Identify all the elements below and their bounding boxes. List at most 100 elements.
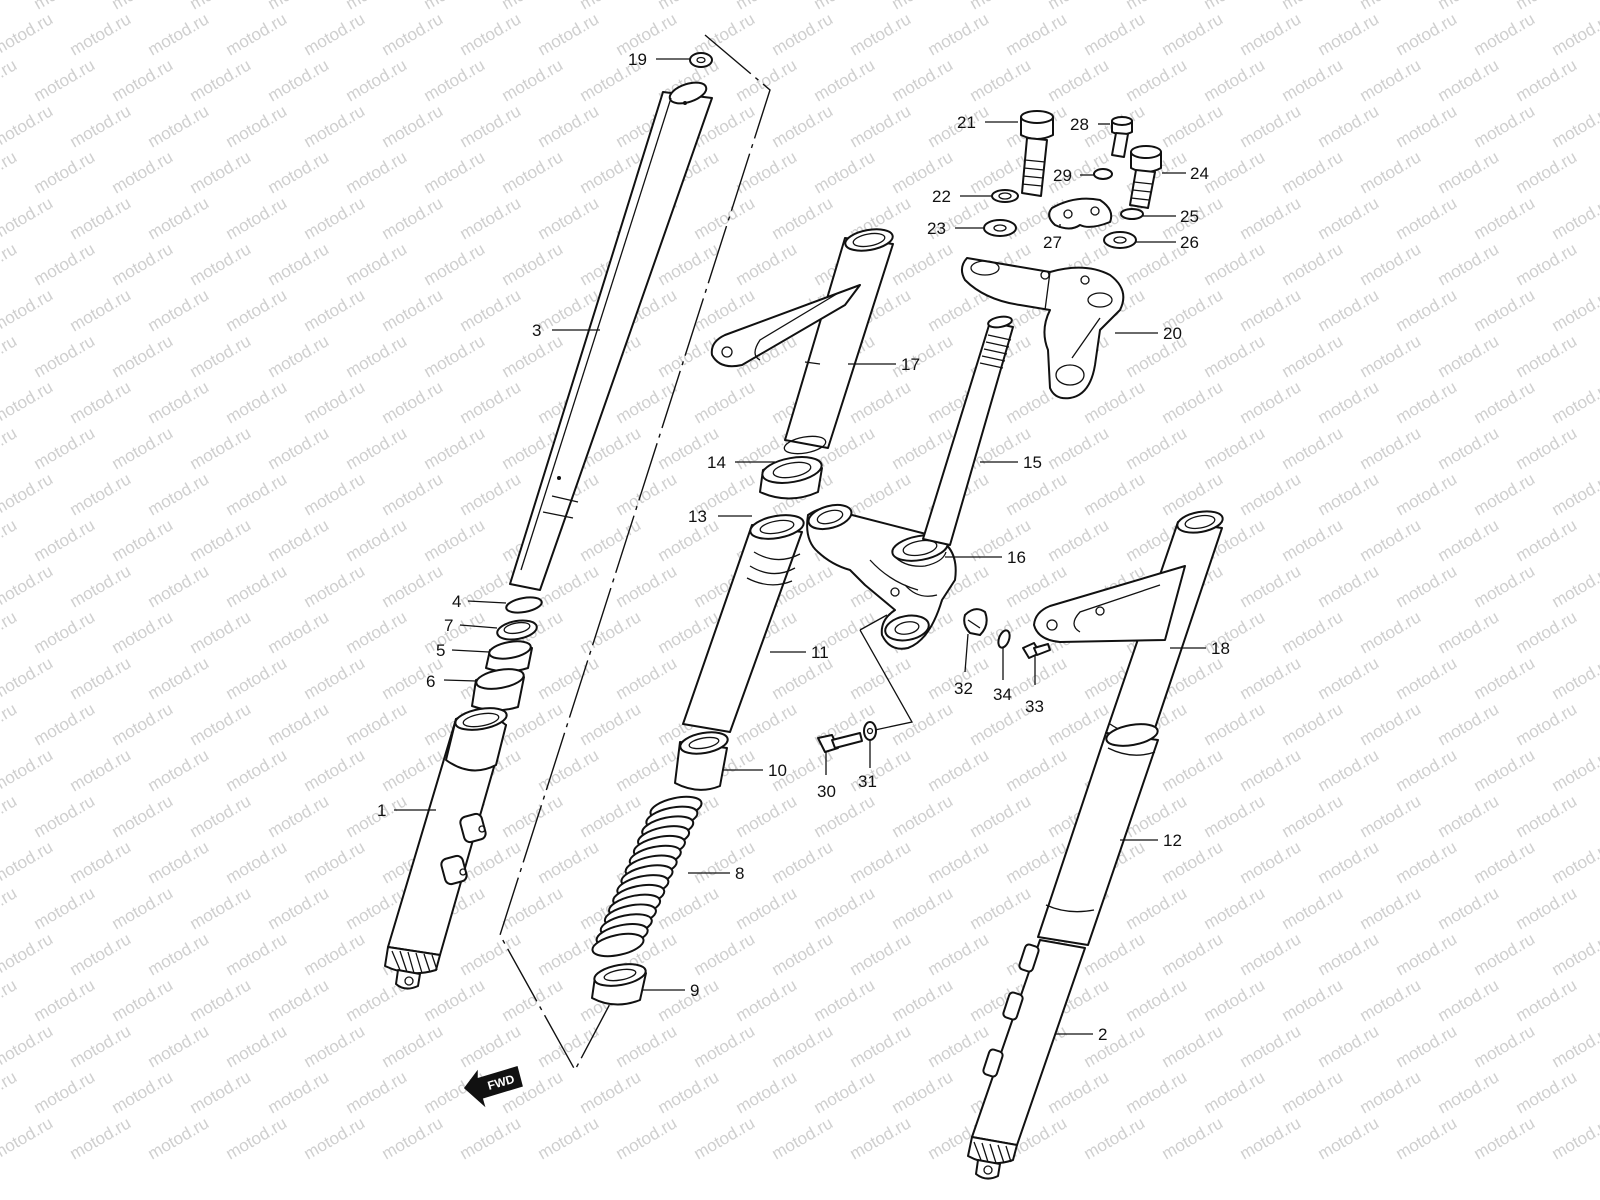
watermark-text: motod.ru	[1315, 561, 1383, 611]
callout-5: 5	[436, 641, 445, 660]
watermark-text: motod.ru	[145, 285, 213, 335]
callout-layer: 19 3 4 7 5 6 1 17 14 13 11 10 8	[377, 50, 1230, 1044]
watermark-text: motod.ru	[0, 607, 20, 657]
washer-part-22	[991, 189, 1019, 203]
watermark-text: motod.ru	[187, 699, 255, 749]
watermark-text: motod.ru	[847, 837, 915, 887]
watermark-text: motod.ru	[925, 1021, 993, 1071]
watermark-text: motod.ru	[1201, 791, 1269, 841]
watermark-text: motod.ru	[811, 55, 879, 105]
watermark-text: motod.ru	[1279, 239, 1347, 289]
watermark-text: motod.ru	[967, 0, 1035, 13]
watermark-text: motod.ru	[343, 515, 411, 565]
watermark-text: motod.ru	[535, 101, 603, 151]
watermark-text: motod.ru	[0, 561, 56, 611]
watermark-text: motod.ru	[67, 837, 135, 887]
watermark-text: motod.ru	[769, 929, 837, 979]
watermark-text: motod.ru	[0, 653, 56, 703]
watermark-text: motod.ru	[31, 1067, 99, 1117]
watermark-text: motod.ru	[925, 9, 993, 59]
watermark-text: motod.ru	[301, 377, 369, 427]
watermark-text: motod.ru	[1237, 745, 1305, 795]
watermark-text: motod.ru	[1513, 239, 1581, 289]
watermark-text: motod.ru	[1357, 331, 1425, 381]
watermark-text: motod.ru	[187, 791, 255, 841]
watermark-text: motod.ru	[1357, 423, 1425, 473]
watermark-text: motod.ru	[691, 377, 759, 427]
watermark-text: motod.ru	[1237, 1021, 1305, 1071]
watermark-text: motod.ru	[769, 1021, 837, 1071]
watermark-text: motod.ru	[187, 975, 255, 1025]
watermark-text: motod.ru	[457, 1021, 525, 1071]
watermark-text: motod.ru	[613, 745, 681, 795]
watermark-text: motod.ru	[1513, 515, 1581, 565]
watermark-text: motod.ru	[535, 9, 603, 59]
watermark-text: motod.ru	[1315, 837, 1383, 887]
watermark-text: motod.ru	[535, 837, 603, 887]
watermark-text: motod.ru	[67, 101, 135, 151]
watermark-text: motod.ru	[1471, 469, 1539, 519]
watermark-text: motod.ru	[457, 469, 525, 519]
watermark-text: motod.ru	[145, 745, 213, 795]
fork-cover-part-17	[710, 228, 894, 455]
watermark-text: motod.ru	[31, 239, 99, 289]
watermark-text: motod.ru	[265, 975, 333, 1025]
watermark-text: motod.ru	[577, 515, 645, 565]
watermark-text: motod.ru	[145, 101, 213, 151]
watermark-text: motod.ru	[457, 9, 525, 59]
watermark-text: motod.ru	[847, 101, 915, 151]
watermark-text: motod.ru	[499, 147, 567, 197]
watermark-text: motod.ru	[223, 745, 291, 795]
watermark-text: motod.ru	[1393, 193, 1461, 243]
watermark-text: motod.ru	[499, 239, 567, 289]
watermark-text: motod.ru	[1549, 929, 1600, 979]
outer-tube-part-1	[384, 707, 508, 990]
bolt-part-28	[1111, 116, 1133, 158]
watermark-text: motod.ru	[109, 147, 177, 197]
watermark-text: motod.ru	[1315, 929, 1383, 979]
spring-seat-part-9	[591, 963, 647, 1006]
watermark-text: motod.ru	[691, 1021, 759, 1071]
watermark-text: motod.ru	[1159, 745, 1227, 795]
watermark-text: motod.ru	[1315, 653, 1383, 703]
watermark-text: motod.ru	[1081, 377, 1149, 427]
washer-part-34	[997, 629, 1011, 649]
callout-1: 1	[377, 801, 386, 820]
watermark-text: motod.ru	[31, 147, 99, 197]
watermark-text: motod.ru	[1513, 55, 1581, 105]
lower-bracket-part-16	[806, 503, 957, 650]
watermark-text: motod.ru	[145, 377, 213, 427]
watermark-text: motod.ru	[1315, 193, 1383, 243]
watermark-text: motod.ru	[145, 653, 213, 703]
callout-12: 12	[1163, 831, 1182, 850]
watermark-text: motod.ru	[847, 9, 915, 59]
watermark-text: motod.ru	[1393, 469, 1461, 519]
watermark-text: motod.ru	[301, 745, 369, 795]
watermark-text: motod.ru	[0, 883, 20, 933]
watermark-text: motod.ru	[1471, 193, 1539, 243]
watermark-text: motod.ru	[1279, 55, 1347, 105]
watermark-text: motod.ru	[67, 561, 135, 611]
watermark-text: motod.ru	[145, 193, 213, 243]
watermark-text: motod.ru	[1435, 883, 1503, 933]
watermark-text: motod.ru	[265, 1067, 333, 1117]
watermark-text: motod.ru	[1513, 0, 1581, 13]
watermark-text: motod.ru	[1357, 1067, 1425, 1117]
watermark-text: motod.ru	[187, 331, 255, 381]
watermark-text: motod.ru	[421, 239, 489, 289]
watermark-text: motod.ru	[379, 561, 447, 611]
watermark-text: motod.ru	[1279, 331, 1347, 381]
washer-part-31	[863, 721, 877, 741]
callout-21: 21	[957, 113, 976, 132]
seal-part-7	[496, 619, 538, 641]
watermark-text: motod.ru	[343, 0, 411, 13]
watermark-text: motod.ru	[1201, 975, 1269, 1025]
watermark-text: motod.ru	[1435, 423, 1503, 473]
watermark-text: motod.ru	[613, 653, 681, 703]
watermark-text: motod.ru	[1237, 469, 1305, 519]
callout-23: 23	[927, 219, 946, 238]
watermark-text: motod.ru	[1471, 1113, 1539, 1163]
fork-spring-part-8	[591, 795, 703, 958]
clamp-part-32	[963, 608, 988, 636]
